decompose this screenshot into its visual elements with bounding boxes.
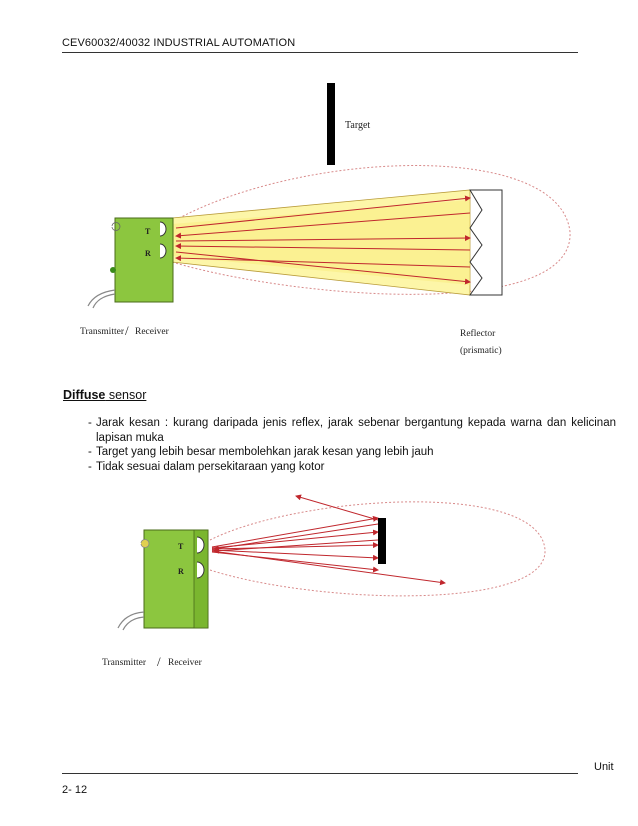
ray xyxy=(175,195,471,229)
header-divider xyxy=(62,52,578,53)
bullet-item: -Jarak kesan : kurang daripada jenis ref… xyxy=(88,417,616,444)
ray xyxy=(175,251,471,285)
ray xyxy=(175,212,471,239)
ray xyxy=(175,255,471,268)
sensor-cable xyxy=(87,289,116,307)
r-label: R xyxy=(178,567,184,576)
ray xyxy=(295,494,379,521)
bullet-list: -Jarak kesan : kurang daripada jenis ref… xyxy=(62,416,616,474)
ray xyxy=(211,515,379,548)
transmitter-label: Transmitter xyxy=(102,658,147,668)
r-label: R xyxy=(145,249,151,258)
t-label: T xyxy=(178,542,184,551)
reflector-sub-label: (prismatic) xyxy=(460,345,502,356)
section-title: Diffuse sensor xyxy=(63,388,146,402)
t-label: T xyxy=(145,227,151,236)
slash: / xyxy=(157,654,161,669)
sensor-cable xyxy=(117,611,145,629)
diffuse-sensor-diagram: T R Transmitter / Receiver xyxy=(102,494,546,669)
ray xyxy=(211,551,379,573)
target-label: Target xyxy=(345,120,370,131)
receiver-label: Receiver xyxy=(135,327,170,337)
bullet-item: -Target yang lebih besar membolehkan jar… xyxy=(88,446,434,458)
section-title-bold: Diffuse xyxy=(63,388,106,402)
receiver-label: Receiver xyxy=(168,658,203,668)
ray xyxy=(213,539,379,554)
prismatic-reflector xyxy=(469,189,503,296)
ray xyxy=(211,542,379,550)
ray xyxy=(175,235,471,242)
indicator-led xyxy=(110,267,116,273)
reflex-sensor-diagram: Target T R Transmitter / Receiver Reflec… xyxy=(80,83,571,356)
bullet-item: -Tidak sesuai dalam persekitaraan yang k… xyxy=(88,460,325,473)
detection-lobe xyxy=(209,501,546,597)
page-header: CEV60032/40032 INDUSTRIAL AUTOMATION xyxy=(62,37,296,49)
target-bar xyxy=(327,83,335,165)
reflector-label: Reflector xyxy=(460,328,496,339)
ray xyxy=(213,523,379,552)
footer-unit: Unit xyxy=(594,761,614,773)
ray xyxy=(175,243,471,251)
detection-lobe xyxy=(171,165,571,295)
ray xyxy=(211,549,379,561)
footer-divider xyxy=(62,773,578,774)
page-number: 2- 12 xyxy=(62,784,88,796)
section-title-rest: sensor xyxy=(105,388,147,402)
transmitter-label: Transmitter xyxy=(80,327,125,337)
target-bar xyxy=(378,518,386,564)
slash: / xyxy=(125,323,129,338)
